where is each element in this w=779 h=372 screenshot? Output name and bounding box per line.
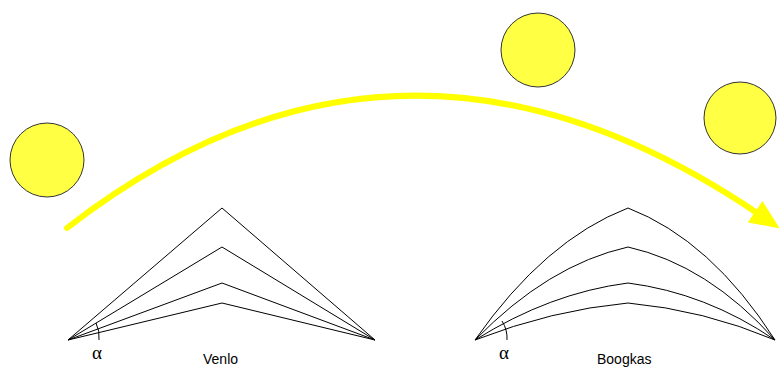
roof-type-label: Boogkas (597, 352, 651, 366)
sun (704, 82, 776, 154)
sun (10, 123, 84, 197)
angle-label: α (499, 343, 509, 362)
sun-path-arrow (67, 96, 760, 228)
sun (501, 13, 575, 87)
venlo-roof (68, 208, 375, 340)
angle-label: α (92, 343, 102, 362)
roof-type-label: Venlo (203, 352, 238, 366)
boogkas-roof (475, 208, 775, 340)
